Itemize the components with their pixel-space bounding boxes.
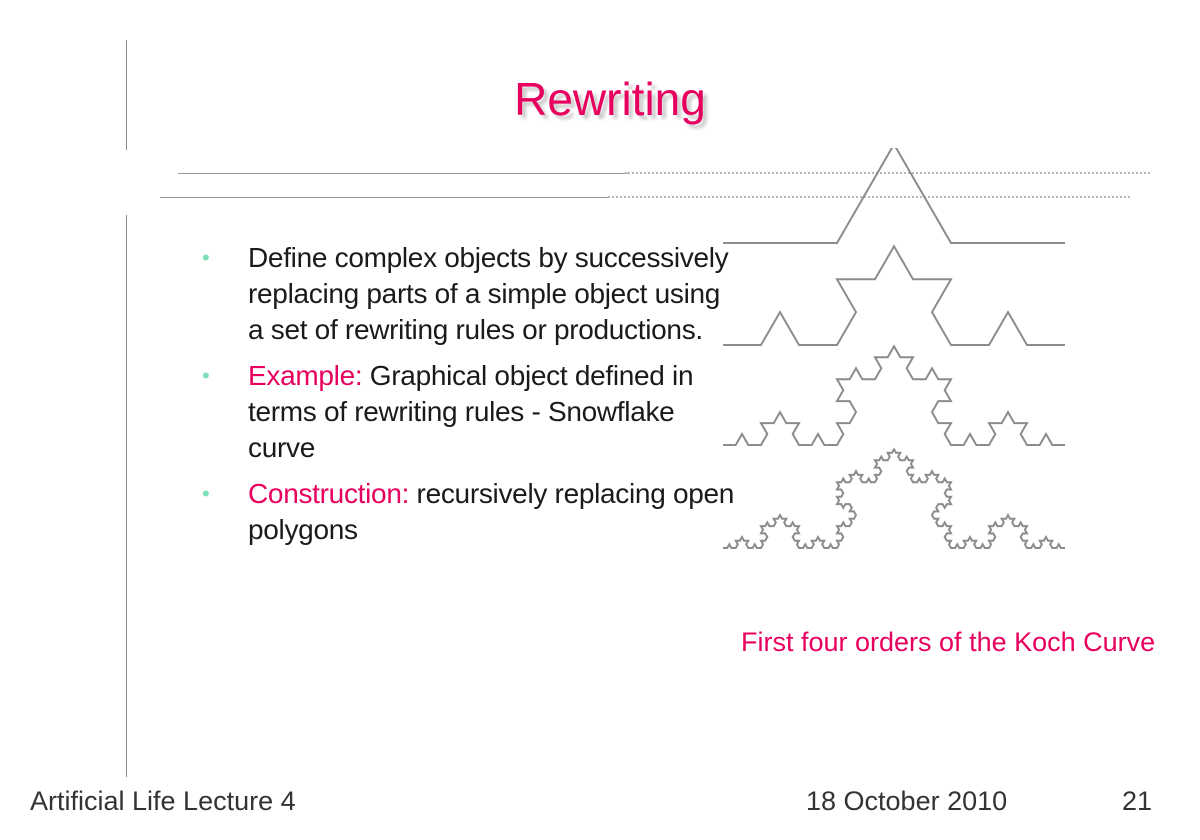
title-dotted-rule-1	[625, 172, 1150, 174]
bullet-text: Define complex objects by successively r…	[248, 242, 729, 345]
page-number: 21	[1122, 786, 1153, 816]
slide-title: Rewriting	[514, 73, 706, 125]
bullet-item: • Example: Graphical object defined in te…	[198, 358, 738, 466]
bullet-dot-icon: •	[202, 481, 210, 506]
figure-caption: First four orders of the Koch Curve	[741, 627, 1156, 657]
title-rule-2	[160, 197, 610, 198]
bullet-dot-icon: •	[202, 245, 210, 270]
footer-lecture: Artificial Life Lecture 4	[30, 786, 296, 816]
koch-curve-order-4	[723, 447, 1065, 549]
title-rule-1	[178, 173, 628, 174]
koch-curve-order-3	[723, 344, 1065, 446]
title-dotted-rule-2	[608, 196, 1130, 198]
bullet-item: • Construction: recursively replacing ope…	[198, 476, 738, 548]
footer-date: 18 October 2010	[806, 786, 1008, 816]
koch-curve-figure	[723, 148, 1065, 549]
bullet-text: recursively replacing open polygons	[248, 478, 735, 545]
koch-curve-order-2	[723, 244, 1065, 346]
bullet-item: • Define complex objects by successively …	[198, 240, 738, 348]
vertical-rule-bottom	[126, 215, 127, 777]
bullet-text: Graphical object defined in terms of rew…	[248, 360, 694, 463]
vertical-rule-top	[126, 40, 127, 150]
bullet-lead: Construction:	[248, 478, 410, 509]
bullet-dot-icon: •	[202, 363, 210, 388]
koch-curve-order-1	[723, 148, 1065, 244]
bullet-lead: Example:	[248, 360, 363, 391]
bullet-list: • Define complex objects by successively …	[198, 240, 738, 558]
